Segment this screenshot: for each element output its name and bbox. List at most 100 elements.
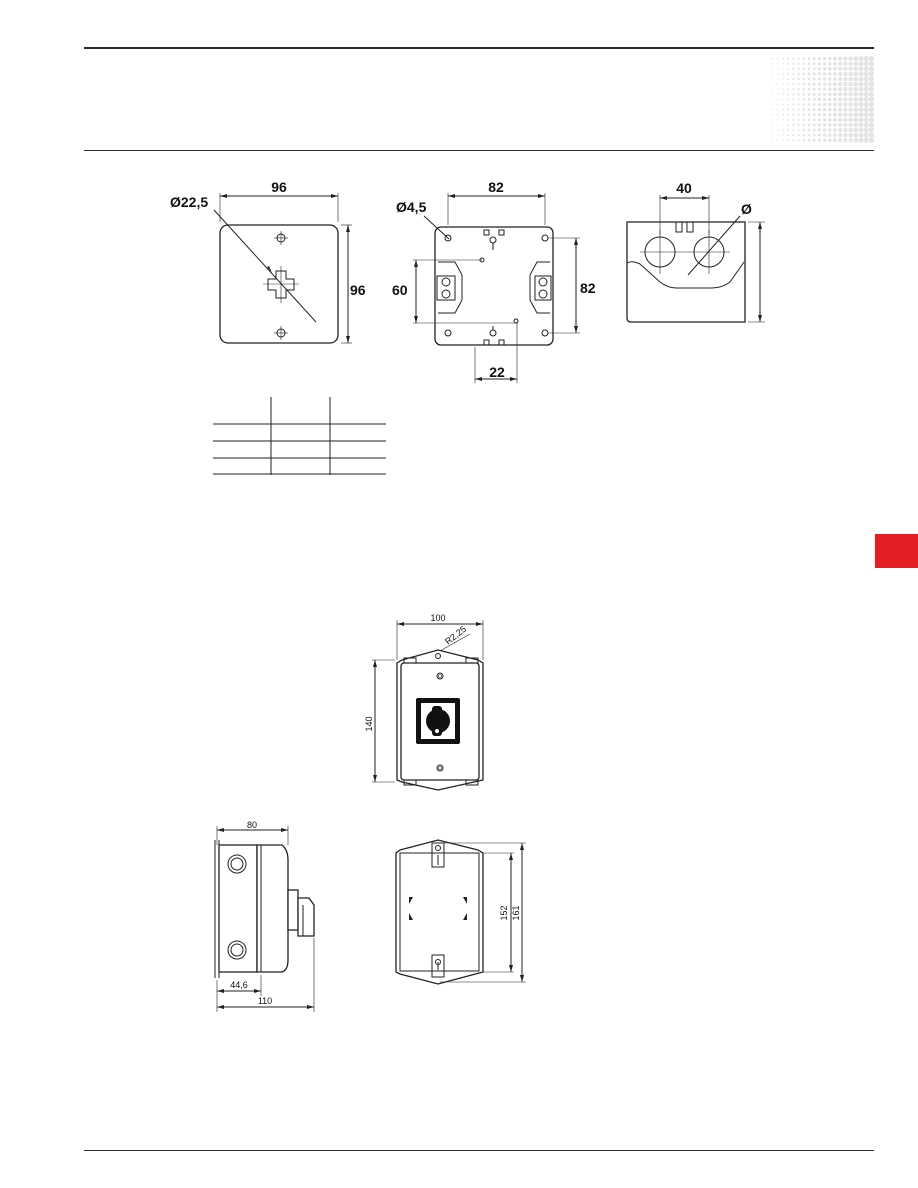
halftone-dot [848, 61, 853, 66]
halftone-dot [787, 57, 790, 60]
halftone-dot [802, 57, 806, 60]
halftone-dot [787, 93, 790, 96]
halftone-dot [782, 62, 784, 65]
halftone-dot [782, 88, 784, 91]
halftone-dot [772, 58, 774, 60]
halftone-dot [868, 61, 874, 67]
rear-mount-hole-label: Ø4,5 [396, 199, 427, 215]
halftone-dot [812, 103, 816, 106]
halftone-dot [858, 61, 864, 67]
halftone-dot [787, 98, 790, 101]
halftone-dot [817, 102, 821, 107]
halftone-dot [863, 101, 869, 108]
halftone-dot [787, 83, 790, 86]
halftone-dot [863, 81, 869, 87]
halftone-dot [858, 66, 864, 72]
halftone-dot [827, 87, 832, 92]
halftone-dot [822, 118, 827, 122]
halftone-dot [802, 108, 806, 111]
halftone-dot [802, 123, 806, 127]
halftone-dot [812, 72, 816, 76]
halftone-dot [833, 117, 837, 122]
enclosure-width-label: 100 [430, 613, 445, 623]
halftone-dot [792, 139, 795, 142]
halftone-dot [863, 107, 869, 113]
halftone-dot [848, 107, 853, 112]
halftone-dot [792, 88, 795, 91]
halftone-dot [833, 138, 837, 143]
halftone-dot [848, 71, 853, 77]
side-view-drawing: 40 Ø [626, 180, 765, 323]
halftone-dot [822, 138, 827, 142]
halftone-dot [792, 67, 795, 70]
halftone-dot [838, 61, 843, 66]
halftone-dot [777, 93, 779, 96]
halftone-dot [853, 81, 859, 87]
halftone-dot [797, 133, 800, 137]
halftone-dot [838, 87, 843, 92]
rear-width-label: 82 [488, 179, 504, 195]
halftone-dot [807, 72, 811, 76]
halftone-dot [858, 71, 864, 77]
halftone-dot [833, 71, 837, 76]
halftone-dot [772, 93, 774, 95]
halftone-dot [782, 78, 784, 80]
halftone-dot [807, 108, 811, 111]
halftone-dot [833, 128, 837, 132]
halftone-dot [802, 77, 806, 81]
halftone-dot [797, 67, 800, 70]
halftone-dot [807, 57, 811, 60]
halftone-dot [822, 72, 827, 76]
halftone-dot [772, 114, 774, 116]
halftone-dot [843, 87, 848, 92]
halftone-dot [822, 92, 827, 97]
header-top-rule [84, 47, 874, 49]
halftone-dot [777, 88, 779, 90]
halftone-dot [843, 81, 848, 87]
halftone-dot [833, 97, 837, 102]
halftone-dot [853, 71, 859, 77]
front-height-label: 96 [350, 282, 366, 298]
halftone-dot [853, 66, 859, 72]
halftone-dot [853, 56, 859, 61]
halftone-dot [822, 107, 827, 112]
front-width-label: 96 [271, 179, 287, 195]
halftone-dot [817, 97, 821, 101]
halftone-dot [833, 82, 837, 87]
halftone-dot [812, 118, 816, 122]
halftone-dot [833, 92, 837, 97]
halftone-dot [802, 93, 806, 96]
halftone-dot [868, 56, 874, 62]
halftone-dot [817, 92, 821, 96]
halftone-dot [827, 138, 832, 143]
halftone-dot [772, 73, 774, 75]
halftone-dot [843, 56, 848, 61]
halftone-dot [827, 72, 832, 76]
halftone-dot [787, 108, 790, 111]
halftone-dot [797, 113, 800, 116]
halftone-dot [807, 77, 811, 81]
halftone-dot [792, 72, 795, 75]
halftone-dot [777, 62, 779, 65]
halftone-dot [772, 134, 774, 136]
halftone-dot [853, 117, 859, 123]
halftone-dot [792, 118, 795, 121]
halftone-dot [792, 123, 795, 126]
halftone-dot [797, 139, 800, 142]
halftone-dot [797, 128, 800, 132]
halftone-dot [807, 133, 811, 137]
halftone-dot [868, 91, 874, 97]
halftone-dot [812, 87, 816, 91]
halftone-dot [817, 118, 821, 122]
footer-rule [84, 1150, 874, 1151]
halftone-dot [812, 138, 816, 142]
side-offset-label: 44,6 [230, 980, 248, 990]
halftone-dot [858, 96, 864, 102]
halftone-dot [853, 107, 859, 112]
halftone-dot [787, 88, 790, 91]
halftone-dot [858, 122, 864, 128]
halftone-dot [863, 96, 869, 102]
halftone-dot [868, 137, 874, 143]
front-view-drawing: 96 96 Ø22,5 [170, 179, 366, 344]
halftone-dot [782, 113, 784, 116]
